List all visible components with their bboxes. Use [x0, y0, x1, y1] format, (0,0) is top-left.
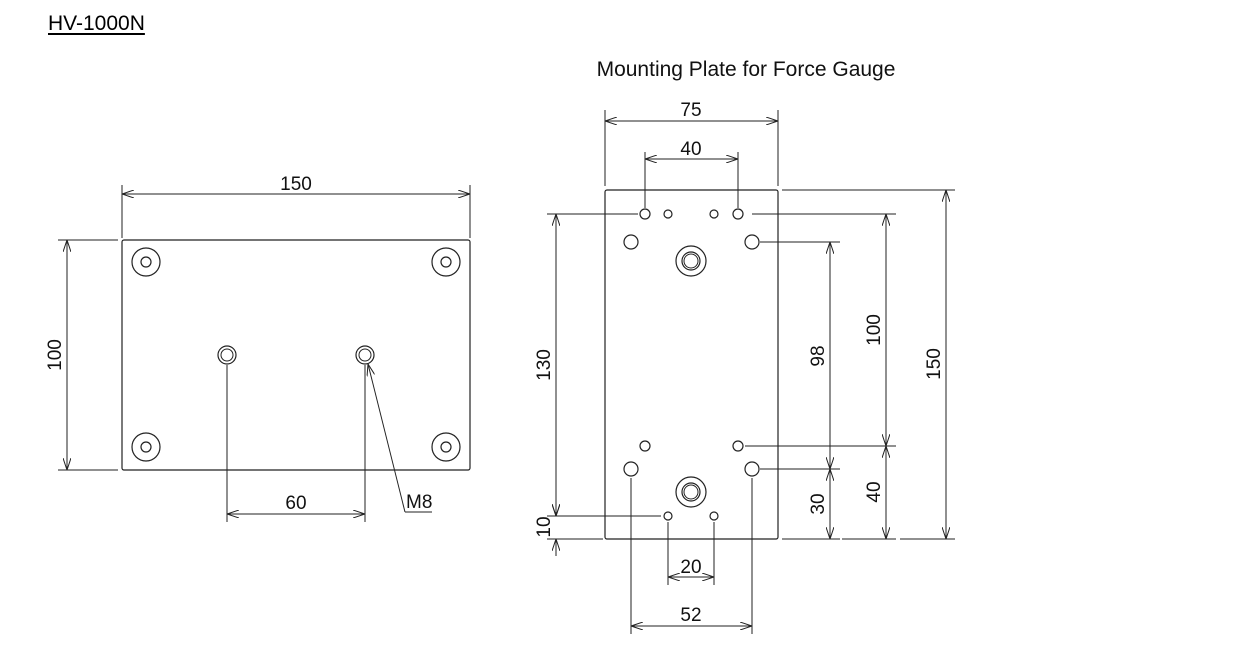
dim-width-75-label: 75 [680, 100, 701, 121]
plate-caption: Mounting Plate for Force Gauge [597, 58, 896, 81]
dim-130-label: 130 [534, 349, 555, 381]
dim-10-label: 10 [534, 516, 555, 537]
lower-large-hole-left [623, 461, 639, 477]
dim-width-150-label: 150 [280, 174, 312, 195]
m8-hole-right [355, 345, 375, 365]
bottom-hole-right [709, 511, 719, 521]
dim-30-label: 30 [808, 493, 829, 514]
right-plate-outline [604, 189, 779, 540]
top-hole-4 [732, 208, 744, 220]
dim-hole-spacing-60-label: 60 [285, 493, 306, 514]
dim-20-label: 20 [680, 557, 701, 578]
lower-hole-left [639, 440, 651, 452]
dim-150-label: 150 [924, 348, 945, 380]
dim-height-100-label: 100 [45, 339, 66, 371]
dim-52-label: 52 [680, 605, 701, 626]
lower-large-hole-right [744, 461, 760, 477]
model-title: HV-1000N [48, 12, 145, 35]
lower-hole-right [732, 440, 744, 452]
dim-100-label: 100 [864, 314, 885, 346]
dim-40-label: 40 [864, 481, 885, 502]
m8-hole-left [217, 345, 237, 365]
right-plate-view: 75 40 130 10 98 30 100 40 [534, 100, 955, 634]
left-plate-view: 150 100 60 M8 [45, 174, 471, 522]
bottom-hole-left [663, 511, 673, 521]
upper-hole-right [744, 234, 760, 250]
lower-counterbore [675, 476, 707, 508]
corner-hole-top-left [131, 247, 161, 277]
left-plate-outline [121, 239, 471, 471]
top-hole-3 [709, 209, 719, 219]
upper-hole-left [623, 234, 639, 250]
m8-leader-line [368, 364, 406, 513]
dim-98-label: 98 [808, 345, 829, 366]
corner-hole-top-right [431, 247, 461, 277]
corner-hole-bottom-left [131, 432, 161, 462]
corner-hole-bottom-right [431, 432, 461, 462]
dim-top-holes-40-label: 40 [680, 139, 701, 160]
top-hole-2 [663, 209, 673, 219]
top-hole-1 [639, 208, 651, 220]
m8-thread-label: M8 [406, 492, 432, 513]
upper-counterbore [675, 245, 707, 277]
